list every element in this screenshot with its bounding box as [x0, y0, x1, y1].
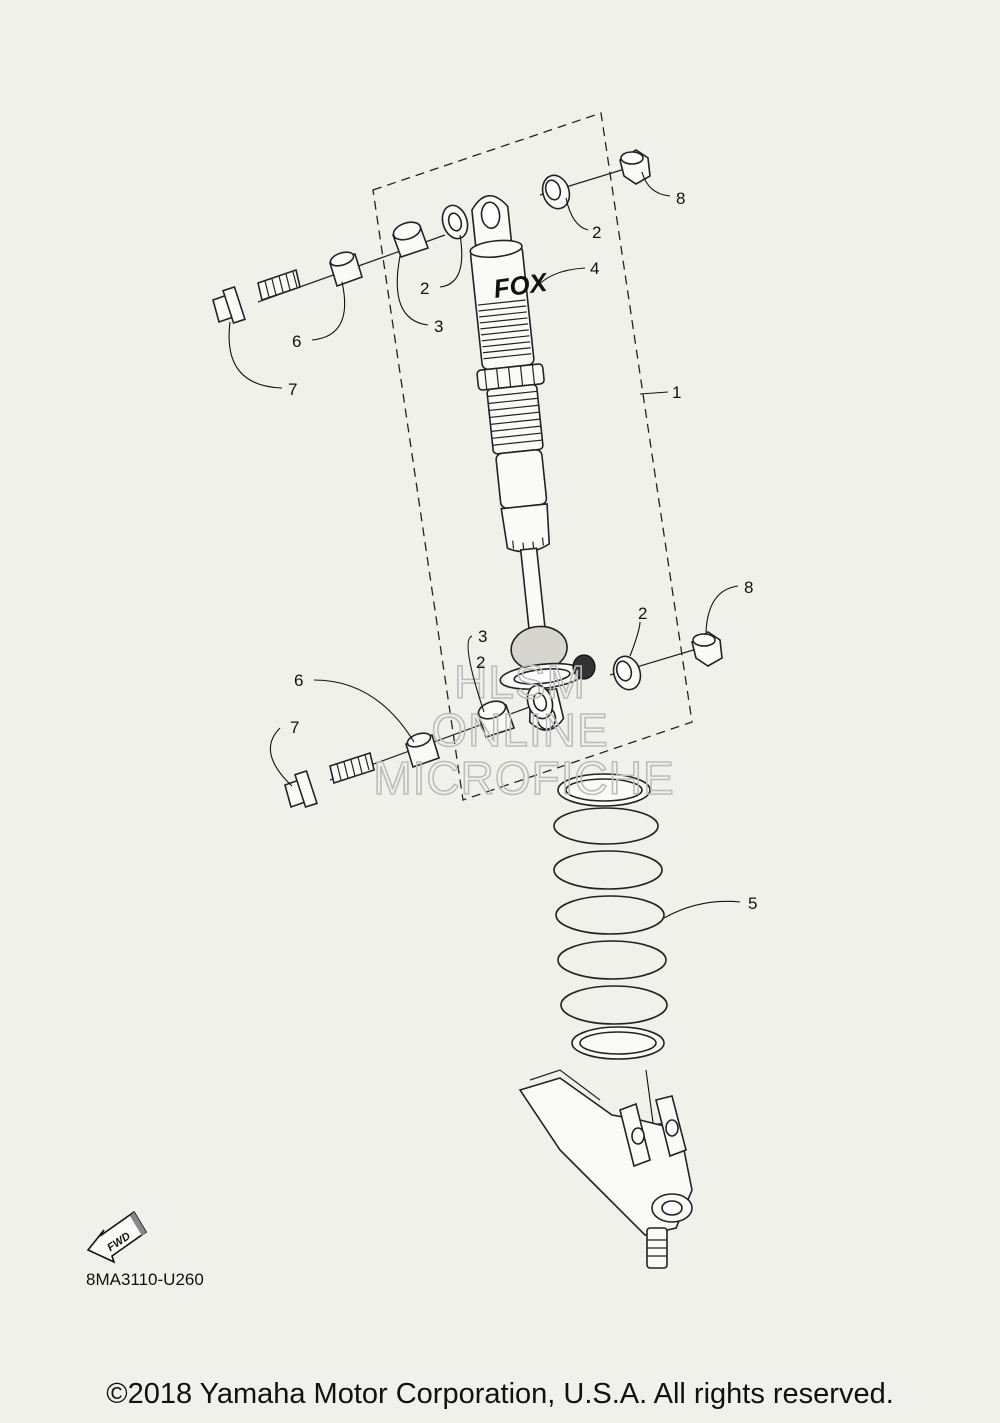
- bushing-3-lower: [476, 700, 516, 739]
- nut-lower: [691, 631, 723, 667]
- callout-6-upper: 6: [292, 332, 301, 351]
- shock-brand-decal: FOX: [492, 267, 551, 304]
- leader-lines: [228, 171, 741, 919]
- callout-1: 1: [672, 383, 681, 402]
- bolt-lower: [284, 751, 375, 809]
- collar-upper: [329, 251, 363, 288]
- svg-text:HLSM: HLSM: [454, 656, 586, 708]
- callout-3-lower: 3: [478, 627, 487, 646]
- svg-text:MICROFICHE: MICROFICHE: [373, 752, 674, 804]
- collar-lower: [405, 732, 440, 769]
- callout-4: 4: [590, 259, 599, 278]
- coil-spring: [553, 773, 668, 1060]
- callout-7-upper: 7: [288, 380, 297, 399]
- fwd-arrow-icon: FWD: [86, 1210, 148, 1264]
- diagram-code: 8MA3110-U260: [86, 1270, 204, 1289]
- callout-7-lower: 7: [290, 718, 299, 737]
- callout-2-lower-right: 2: [638, 604, 647, 623]
- bushing-2-lower-left: [526, 684, 554, 720]
- callout-8-upper: 8: [676, 189, 685, 208]
- callout-5: 5: [748, 894, 757, 913]
- nut-upper: [619, 149, 651, 185]
- callout-6-lower: 6: [294, 671, 303, 690]
- bushing-2-upper-left: [441, 204, 469, 240]
- callout-2-lower-left: 2: [476, 653, 485, 672]
- adjuster-knob: [572, 654, 596, 680]
- callout-2-upper-left: 2: [420, 279, 429, 298]
- lower-a-arm: [518, 1069, 693, 1269]
- callout-2-upper-right: 2: [592, 223, 601, 242]
- callout-8-lower: 8: [744, 578, 753, 597]
- bushing-3-upper: [391, 221, 430, 259]
- bushing-2-upper-right: [541, 174, 571, 210]
- callout-3-upper: 3: [434, 317, 443, 336]
- svg-text:ONLINE: ONLINE: [431, 704, 608, 756]
- bushing-2-lower-right: [612, 655, 642, 691]
- callout-labels: 8 2 4 2 3 6 7 1 8 2 3 2 6 7 5: [288, 189, 757, 913]
- bolt-upper: [212, 268, 301, 325]
- copyright-notice: ©2018 Yamaha Motor Corporation, U.S.A. A…: [106, 1378, 894, 1410]
- watermark: HLSM ONLINE MICROFICHE: [373, 655, 675, 805]
- assembly-boundary: [372, 112, 693, 801]
